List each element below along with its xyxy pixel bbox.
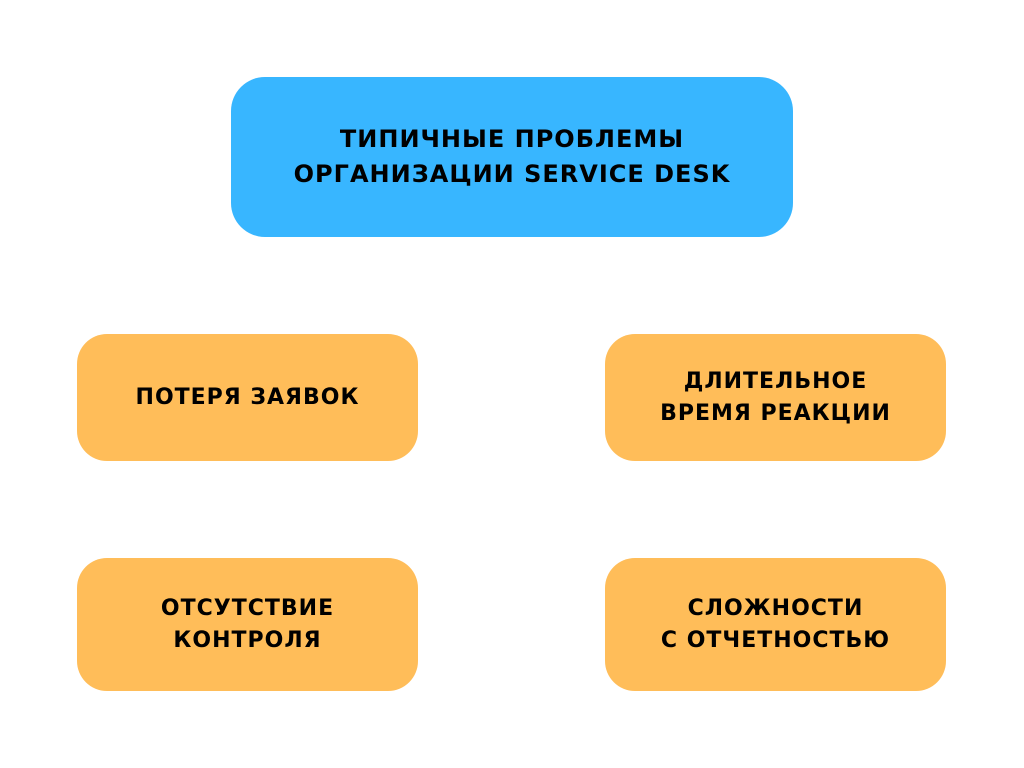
problem-label: Потеря заявок	[135, 384, 360, 410]
problem-box-no-control: Отсутствие контроля	[77, 558, 418, 691]
problem-box-lost-requests: Потеря заявок	[77, 334, 418, 461]
problem-label-line-1: Сложности	[687, 595, 864, 621]
title-line-2: организации Service Desk	[293, 160, 731, 188]
title-line-1: Типичные проблемы	[339, 125, 685, 154]
problem-label-line-2: с отчетностью	[660, 627, 891, 653]
problem-box-reporting: Сложности с отчетностью	[605, 558, 946, 691]
problem-label-line-2: контроля	[173, 627, 322, 653]
problem-label-line-2: время реакции	[660, 400, 891, 426]
problem-label-line-1: Длительное	[683, 368, 868, 394]
diagram-title-box: Типичные проблемы организации Service De…	[231, 77, 793, 237]
problem-label-line-1: Отсутствие	[160, 595, 335, 621]
problem-box-response-time: Длительное время реакции	[605, 334, 946, 461]
